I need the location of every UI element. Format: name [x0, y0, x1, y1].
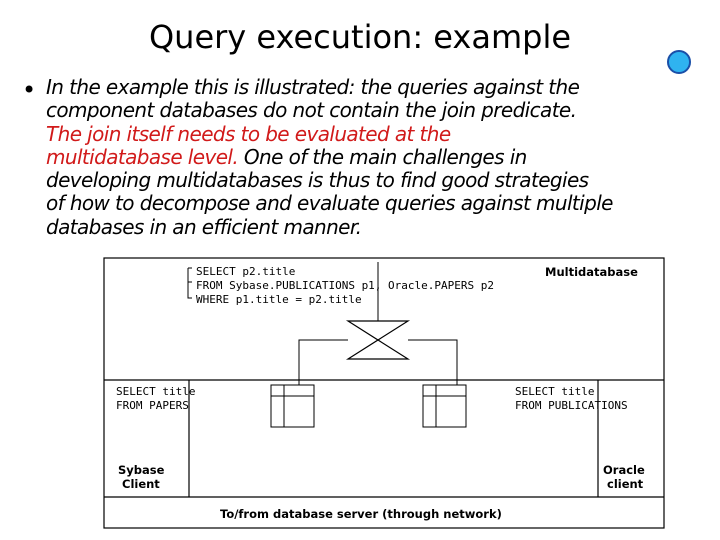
query-line-2: FROM Sybase.PUBLICATIONS p1, Oracle.PAPE… — [196, 279, 494, 292]
bullet-icon: • — [22, 76, 37, 104]
left-client-label-2: Client — [122, 477, 160, 491]
diagram-frame — [103, 257, 665, 529]
query-line-3: WHERE p1.title = p2.title — [196, 293, 362, 306]
join-right-line — [408, 339, 458, 388]
right-client-label-2: client — [607, 477, 644, 491]
query-bracket-line — [187, 268, 192, 299]
left-query-line-1: SELECT title — [116, 385, 195, 398]
bullet-text-part-2: One of the main challenges in developing… — [46, 144, 613, 239]
network-label: To/from database server (through network… — [220, 507, 502, 521]
navigation-button[interactable] — [667, 50, 691, 74]
bullet-text-highlight: The join itself needs to be evaluated at… — [46, 121, 451, 169]
right-client-label-1: Oracle — [603, 463, 645, 477]
bullet-text-part-1: In the example this is illustrated: the … — [46, 75, 580, 123]
left-client-label-1: Sybase — [118, 463, 165, 477]
join-left-line — [298, 339, 348, 388]
join-icon — [345, 320, 411, 360]
right-table-icon — [422, 384, 467, 428]
multidatabase-label: Multidatabase — [545, 265, 638, 279]
left-table-icon — [270, 384, 315, 428]
slide-title: Query execution: example — [148, 18, 572, 56]
right-query-line-1: SELECT title — [515, 385, 594, 398]
right-query-line-2: FROM PUBLICATIONS — [515, 399, 628, 412]
bullet-text: In the example this is illustrated: the … — [46, 75, 714, 239]
query-line-1: SELECT p2.title — [196, 265, 295, 278]
left-query-line-2: FROM PAPERS — [116, 399, 189, 412]
